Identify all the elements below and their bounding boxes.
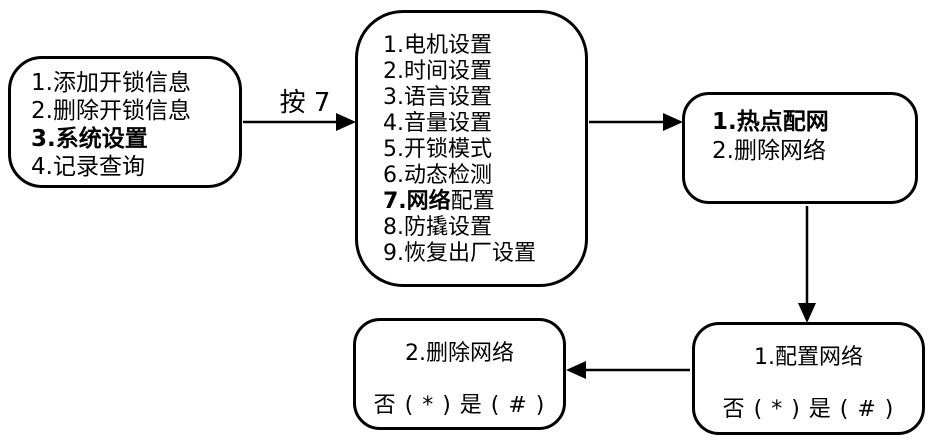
menu-item-network-config: 7.网络配置	[383, 189, 585, 215]
menu-item-record-query: 4.记录查询	[31, 154, 145, 180]
menu-item-volume-settings: 4.音量设置	[383, 111, 492, 136]
arrow-right-icon-press7	[243, 113, 356, 131]
arrow-right-icon-settings-to-network	[589, 113, 683, 131]
delete-network-title: 2.删除网络	[405, 341, 514, 366]
box-main-menu: 1.添加开锁信息 2.删除开锁信息 3.系统设置 4.记录查询	[8, 56, 242, 188]
menu-item-language-settings: 3.语言设置	[383, 85, 492, 110]
configure-network-options: 否 ( * ) 是 ( # )	[722, 397, 895, 422]
menu-item-tamper-settings: 8.防撬设置	[383, 215, 492, 240]
menu-item-motor-settings: 1.电机设置	[383, 33, 492, 58]
menu-item-network-config-rest: 配置	[450, 189, 495, 214]
box-settings-menu: 1.电机设置 2.时间设置 3.语言设置 4.音量设置 5.开锁模式 6.动态检…	[355, 10, 588, 287]
menu-item-delete-network: 2.删除网络	[712, 138, 826, 164]
menu-item-factory-reset: 9.恢复出厂设置	[383, 241, 536, 266]
menu-item-network-config-bold-part: 7.网络	[383, 189, 451, 214]
menu-item-add-unlock-info: 1.添加开锁信息	[31, 70, 191, 96]
menu-item-time-settings: 2.时间设置	[383, 59, 492, 84]
press-7-label: 按 7	[279, 88, 331, 118]
configure-network-title: 1.配置网络	[754, 345, 863, 370]
menu-item-motion-detection: 6.动态检测	[383, 163, 492, 188]
menu-item-delete-unlock-info: 2.删除开锁信息	[31, 98, 191, 124]
menu-item-hotspot-config: 1.热点配网	[712, 109, 829, 135]
arrow-down-icon-network-to-configure	[798, 206, 816, 323]
delete-network-options: 否 ( * ) 是 ( # )	[373, 393, 546, 418]
box-delete-network: 2.删除网络 否 ( * ) 是 ( # )	[353, 318, 566, 430]
menu-item-unlock-mode: 5.开锁模式	[383, 137, 492, 162]
arrow-left-icon-configure-to-delete	[566, 361, 690, 379]
box-configure-network: 1.配置网络 否 ( * ) 是 ( # )	[692, 322, 925, 435]
menu-item-system-settings: 3.系统设置	[31, 126, 148, 152]
box-network-menu: 1.热点配网 2.删除网络	[682, 92, 918, 204]
